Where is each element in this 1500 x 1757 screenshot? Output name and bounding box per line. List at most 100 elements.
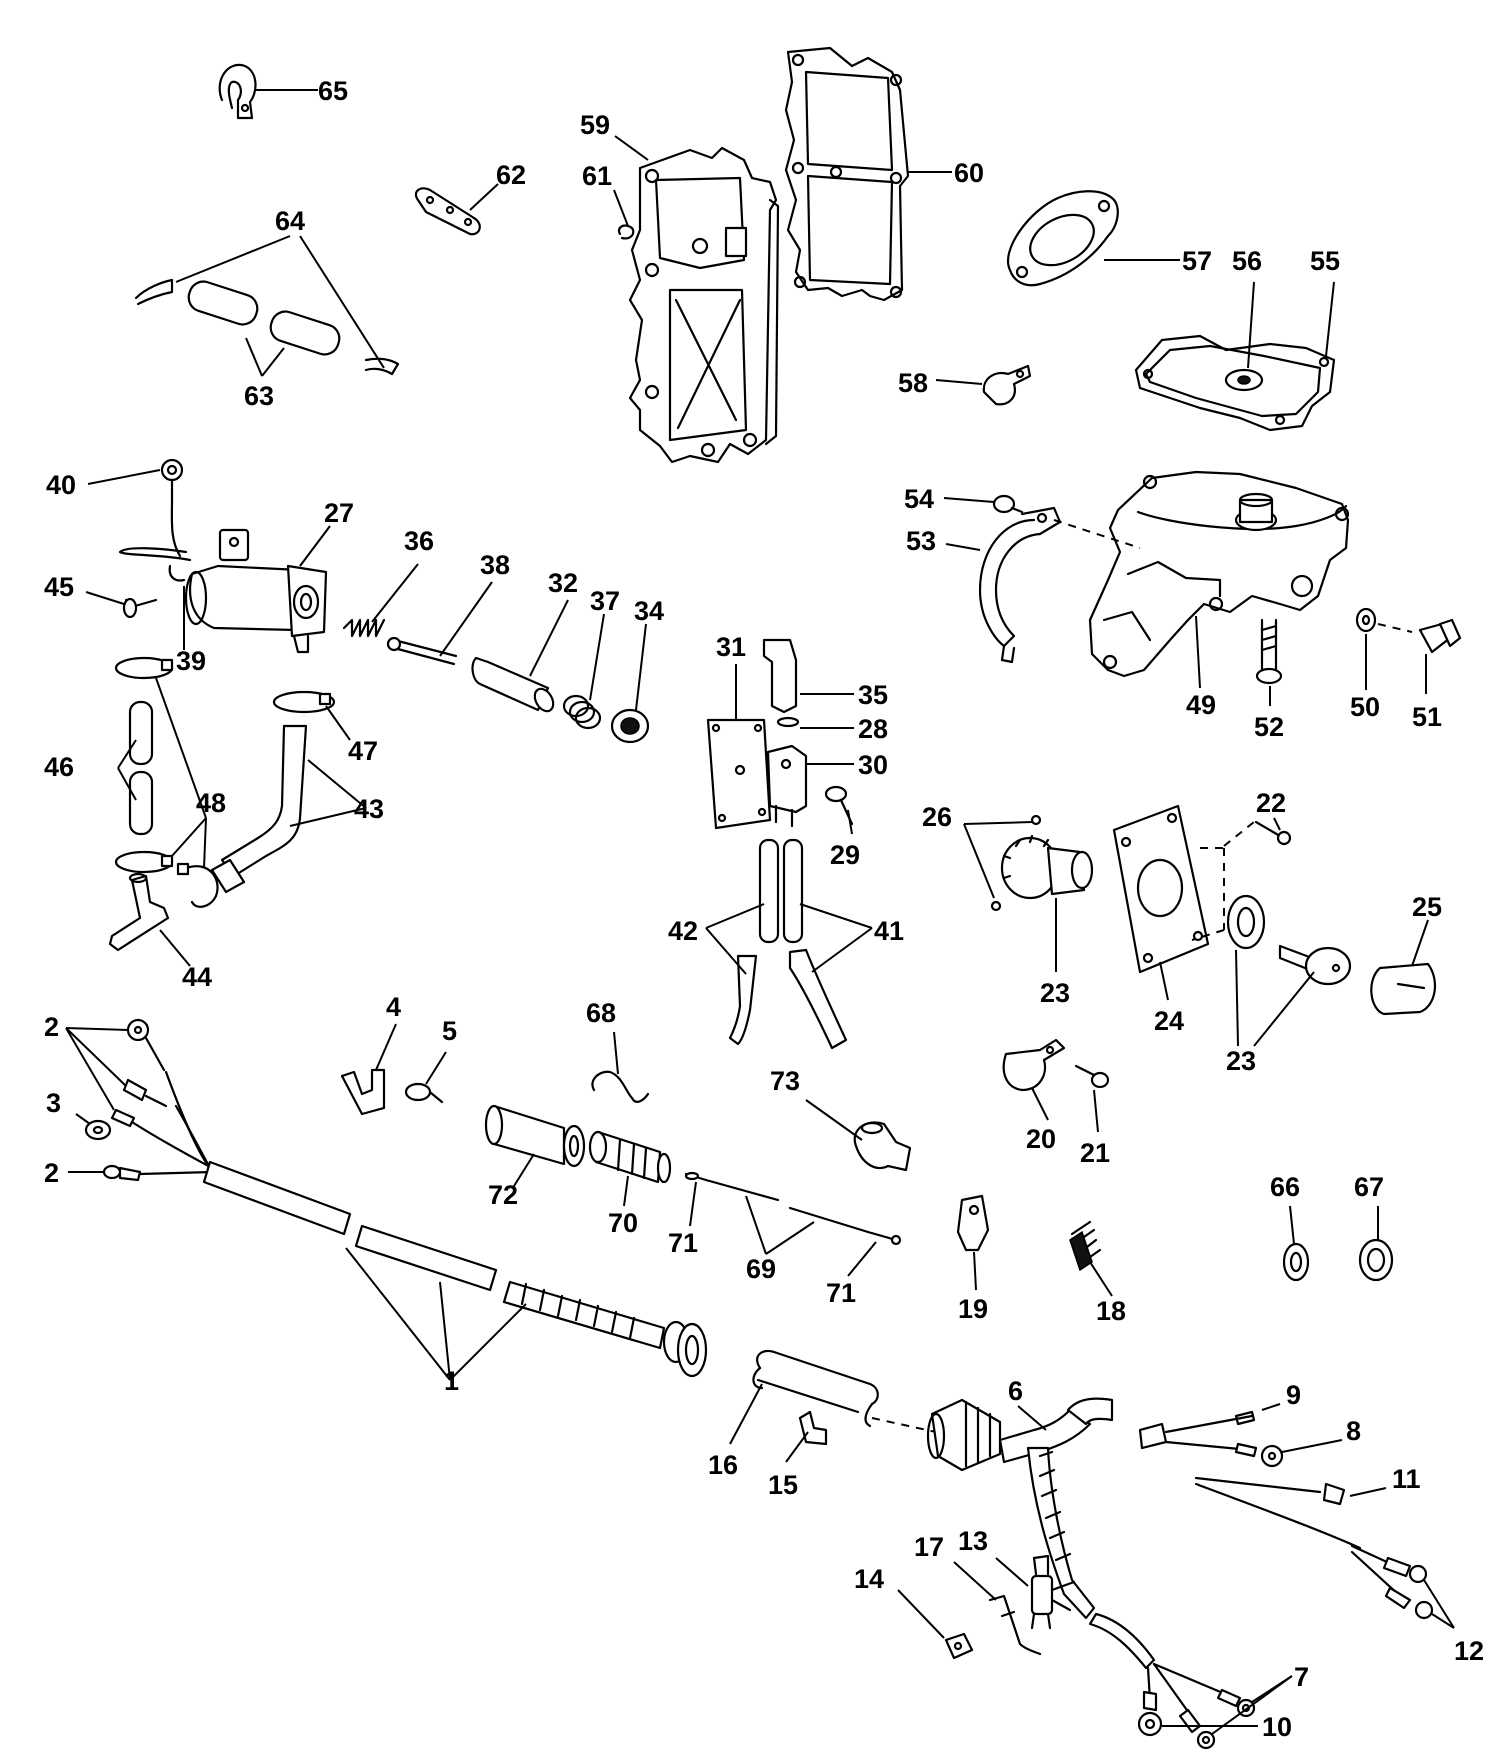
part-47-clamp <box>272 690 336 714</box>
callout-8: 8 <box>1346 1416 1361 1446</box>
part-50-washer <box>1355 607 1377 633</box>
callout-31: 31 <box>716 632 746 662</box>
callout-47: 47 <box>348 736 378 766</box>
part-46-hose <box>128 700 154 836</box>
part-38-plunger-rod <box>386 636 458 666</box>
callout-41: 41 <box>874 916 904 946</box>
part-12-terminals <box>1350 1544 1434 1620</box>
part-71-pin-right <box>866 1230 902 1246</box>
part-49-fuel-pump-housing <box>1088 470 1350 678</box>
callout-36: 36 <box>404 526 434 556</box>
part-28-o-ring <box>776 716 800 728</box>
part-29-screw <box>824 785 854 826</box>
part-48-clamp-right <box>176 862 219 908</box>
part-53-strap-bracket <box>978 506 1062 664</box>
callout-66: 66 <box>1270 1172 1300 1202</box>
callout-1: 1 <box>444 1366 459 1396</box>
part-61-fastener <box>617 224 635 240</box>
callout-45: 45 <box>44 572 74 602</box>
part-4-bracket <box>340 1068 386 1116</box>
callout-6: 6 <box>1008 1376 1023 1406</box>
callout-23a: 23 <box>1040 978 1070 1008</box>
callout-38: 38 <box>480 550 510 580</box>
callout-7: 7 <box>1294 1662 1309 1692</box>
part-31-plate <box>706 718 772 830</box>
part-68-spring-clip <box>591 1070 650 1103</box>
part-2-terminals-upper <box>110 1018 168 1128</box>
callout-25: 25 <box>1412 892 1442 922</box>
part-66-grommet <box>1282 1242 1310 1282</box>
callout-64: 64 <box>275 206 305 236</box>
callout-68: 68 <box>586 998 616 1028</box>
callout-35: 35 <box>858 680 888 710</box>
callout-46: 46 <box>44 752 74 782</box>
part-69-wire-upper <box>704 1178 780 1202</box>
callout-65: 65 <box>318 76 348 106</box>
part-24-mounting-plate <box>1112 804 1210 974</box>
callout-15: 15 <box>768 1470 798 1500</box>
part-52-bolt <box>1255 618 1283 685</box>
part-27-solenoid <box>118 528 328 654</box>
callout-22: 22 <box>1256 788 1286 818</box>
part-26-terminals <box>990 814 1042 912</box>
callout-57: 57 <box>1182 246 1212 276</box>
callout-27: 27 <box>324 498 354 528</box>
callout-26: 26 <box>922 802 952 832</box>
part-59-manifold <box>628 146 780 464</box>
part-7-terminals <box>1152 1662 1256 1750</box>
callout-73: 73 <box>770 1066 800 1096</box>
part-18-grommet <box>1069 1220 1102 1272</box>
part-72-boot <box>484 1104 586 1168</box>
part-1-wiring-harness <box>130 1070 708 1378</box>
callout-61: 61 <box>582 161 612 191</box>
callout-54: 54 <box>904 484 934 514</box>
part-21-screw <box>1074 1064 1110 1089</box>
callout-43: 43 <box>354 794 384 824</box>
callout-17: 17 <box>914 1532 944 1562</box>
part-58-clip <box>982 364 1032 406</box>
callout-44: 44 <box>182 962 212 992</box>
callout-20: 20 <box>1026 1124 1056 1154</box>
part-30-valve-body <box>766 744 808 828</box>
callout-58: 58 <box>898 368 928 398</box>
callout-2a: 2 <box>44 1012 59 1042</box>
callout-62: 62 <box>496 160 526 190</box>
callout-23b: 23 <box>1226 1046 1256 1076</box>
callout-30: 30 <box>858 750 888 780</box>
part-45-screw <box>122 597 158 619</box>
callout-28: 28 <box>858 714 888 744</box>
part-36-spring <box>342 618 386 638</box>
callout-2b: 2 <box>44 1158 59 1188</box>
part-19-terminal <box>956 1194 990 1252</box>
part-55-diaphragm-gasket <box>1134 334 1336 432</box>
callout-10: 10 <box>1262 1712 1292 1742</box>
part-56-valve <box>1224 368 1264 392</box>
part-20-clip <box>1002 1038 1066 1092</box>
part-23-ignition-switch <box>1000 834 1094 900</box>
callout-42: 42 <box>668 916 698 946</box>
part-40-ground-wire <box>160 458 184 558</box>
part-73-boot <box>853 1121 912 1172</box>
callout-29: 29 <box>830 840 860 870</box>
part-23-key <box>1278 944 1352 986</box>
part-22-screw <box>1254 820 1292 846</box>
part-60-gasket <box>784 46 910 302</box>
part-10-ring-terminal <box>1137 1666 1163 1737</box>
part-62-plate <box>414 187 481 236</box>
part-17-clip <box>988 1594 1042 1656</box>
callout-71a: 71 <box>668 1228 698 1258</box>
part-37-spring <box>562 694 602 730</box>
part-64-hose-clips <box>134 278 400 376</box>
part-65-clip <box>218 63 257 120</box>
callout-60: 60 <box>954 158 984 188</box>
callout-11: 11 <box>1392 1464 1421 1494</box>
part-5-screw <box>404 1082 444 1104</box>
part-13-sender <box>1030 1554 1076 1630</box>
callout-14: 14 <box>854 1564 884 1594</box>
part-71-pin-left <box>684 1171 708 1182</box>
part-42-hose <box>728 838 780 1046</box>
callout-71b: 71 <box>826 1278 856 1308</box>
callout-53: 53 <box>906 526 936 556</box>
